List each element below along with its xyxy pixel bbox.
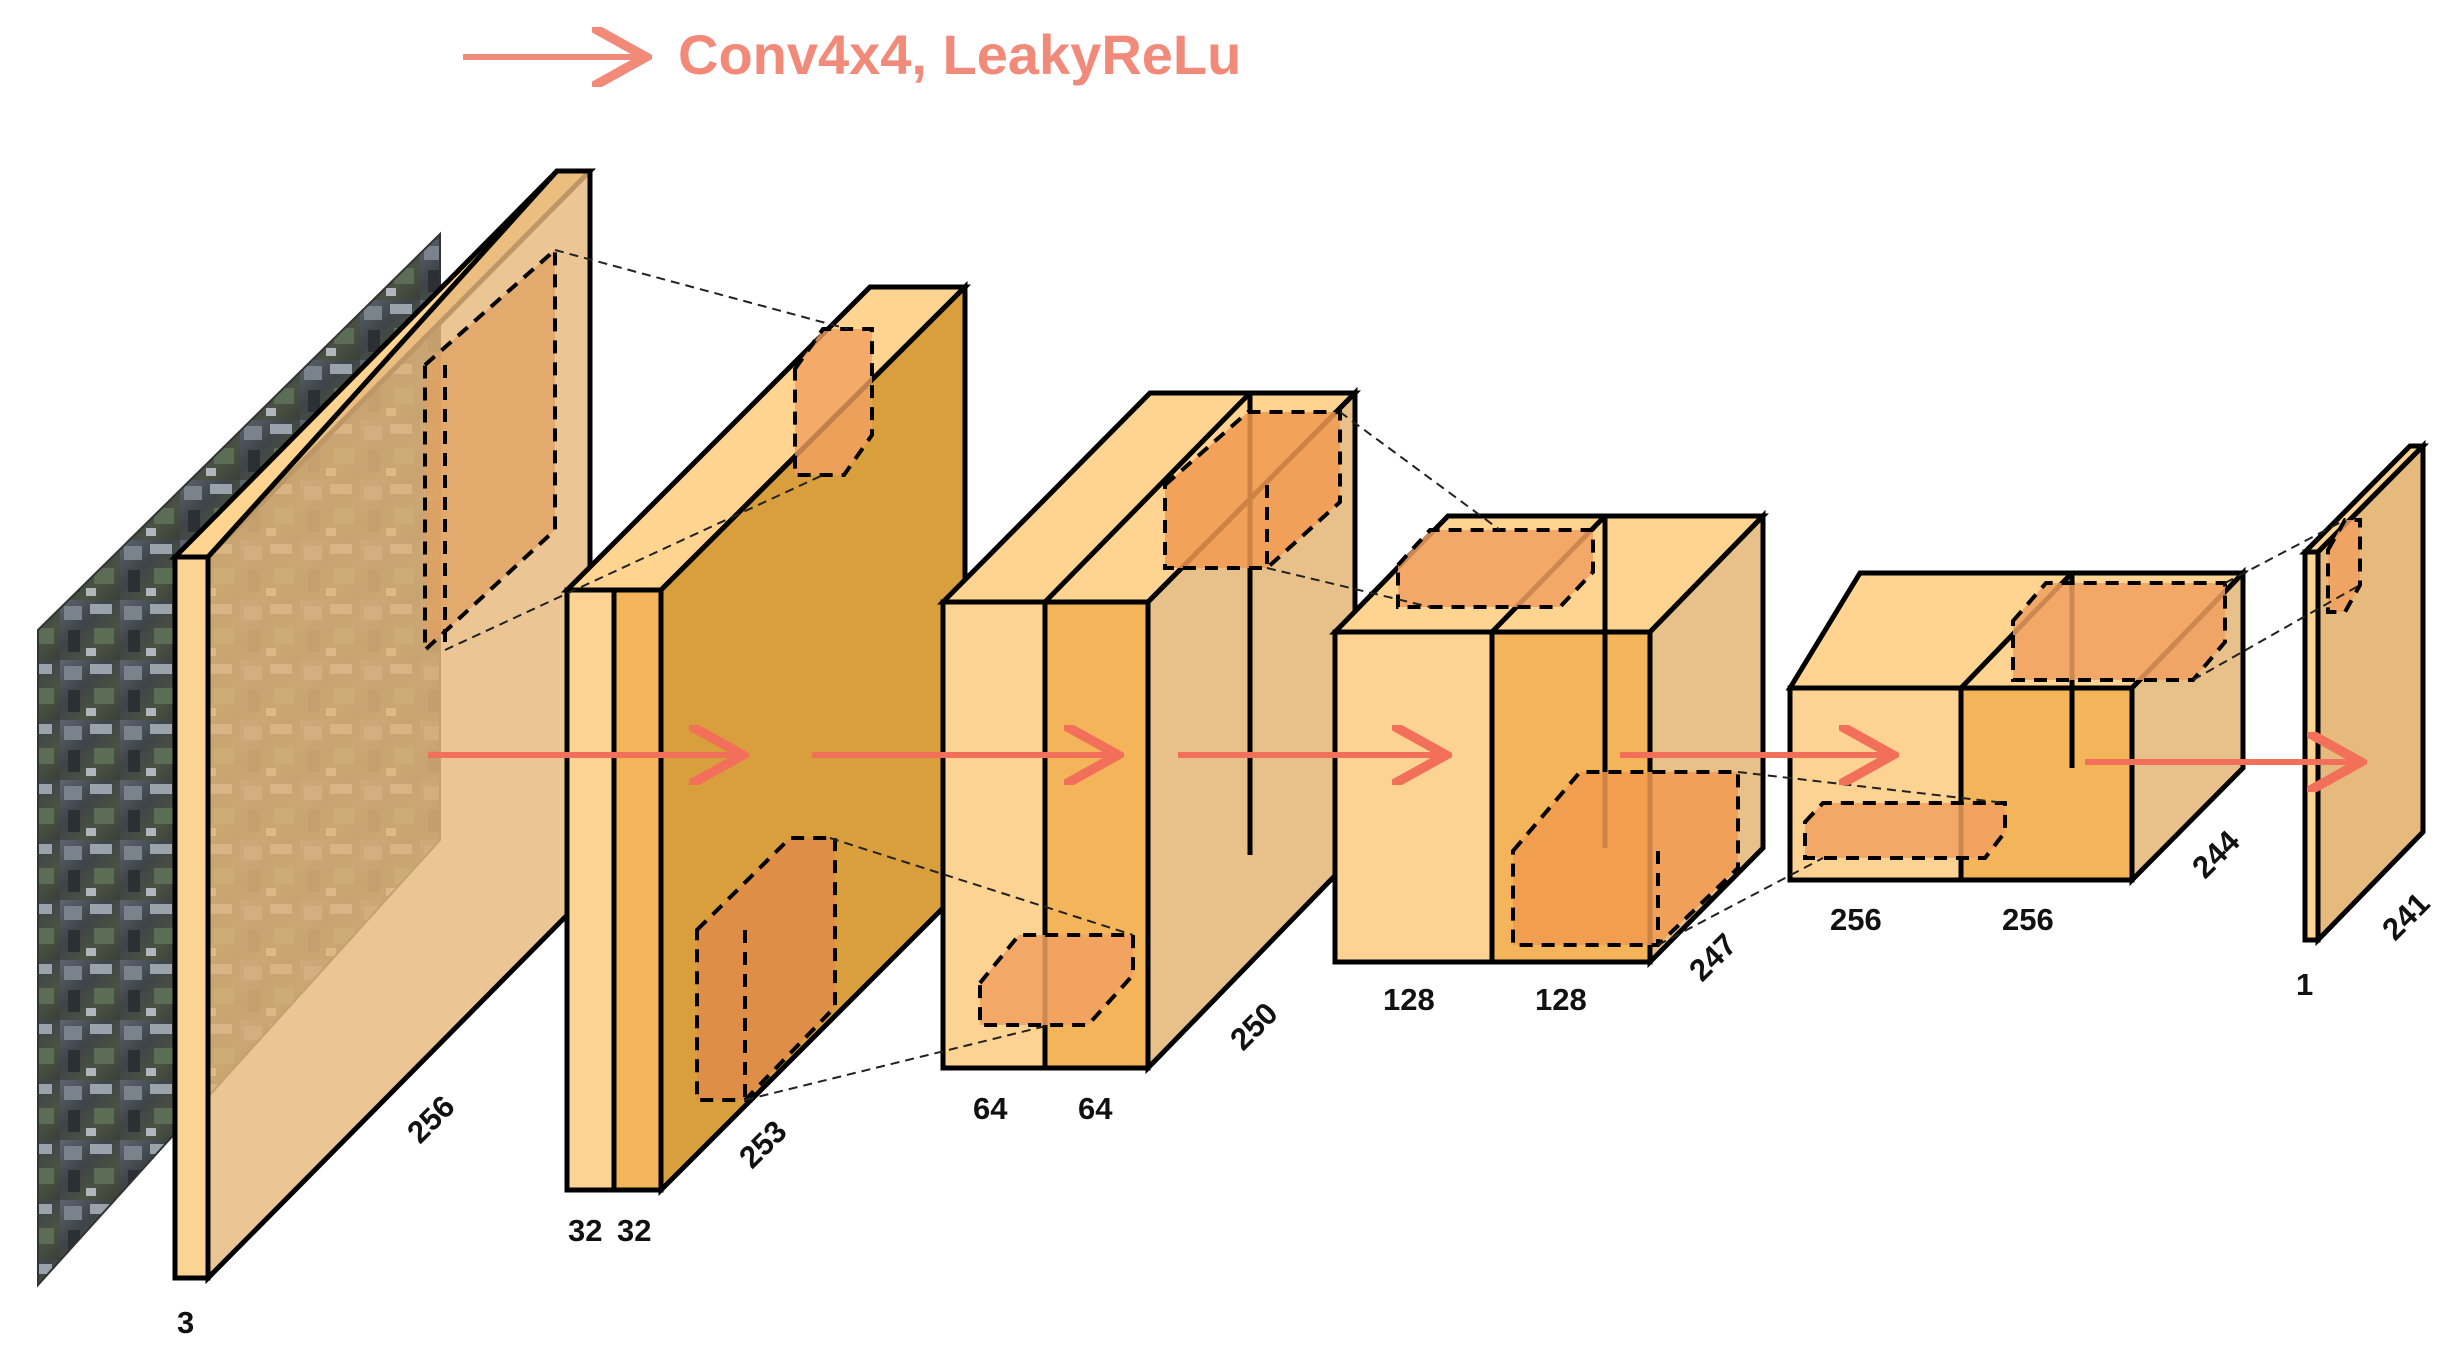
layer-4 bbox=[1329, 509, 1769, 969]
layer-5 bbox=[1785, 566, 2249, 887]
layer-4-channels-b: 128 bbox=[1535, 982, 1587, 1017]
layer-5-channels-a: 256 bbox=[1830, 902, 1882, 937]
layer-1-size: 256 bbox=[400, 1089, 461, 1150]
kernel-connectors bbox=[444, 249, 2361, 1101]
layer-2-channels-b: 32 bbox=[617, 1213, 651, 1248]
legend: Conv4x4, LeakyReLu bbox=[463, 23, 1241, 86]
layer-3-channels-b: 64 bbox=[1078, 1091, 1113, 1126]
layer-2 bbox=[560, 280, 972, 1197]
layer-3 bbox=[937, 386, 1361, 1075]
layer-1-input bbox=[169, 168, 596, 1285]
flow-arrows bbox=[428, 755, 2355, 762]
layer-5-channels-b: 256 bbox=[2002, 902, 2054, 937]
layer-2-size: 253 bbox=[732, 1114, 793, 1175]
layer-6-size: 241 bbox=[2375, 886, 2436, 947]
layer-3-size: 250 bbox=[1223, 996, 1284, 1057]
layer-6-channels: 1 bbox=[2296, 967, 2313, 1002]
layer-2-channels-a: 32 bbox=[568, 1213, 602, 1248]
layer-6-output bbox=[2299, 439, 2429, 947]
layer-1-channels: 3 bbox=[177, 1305, 194, 1340]
layer-5-size: 244 bbox=[2185, 823, 2247, 885]
kernel-box bbox=[425, 250, 555, 650]
legend-label: Conv4x4, LeakyReLu bbox=[678, 23, 1241, 86]
layer-4-size: 247 bbox=[1682, 927, 1743, 988]
layer-3-channels-a: 64 bbox=[973, 1091, 1008, 1126]
layer-4-channels-a: 128 bbox=[1383, 982, 1435, 1017]
